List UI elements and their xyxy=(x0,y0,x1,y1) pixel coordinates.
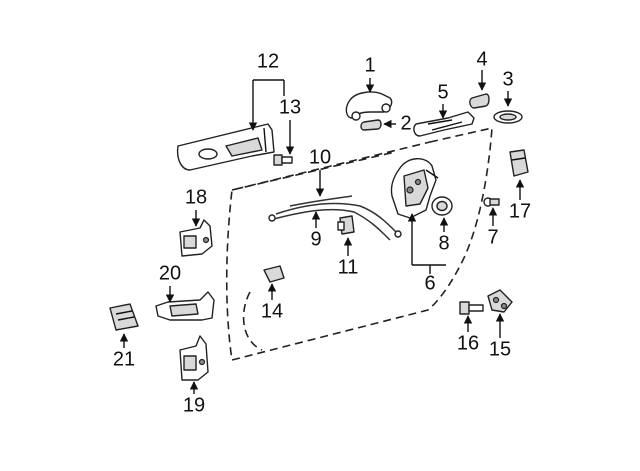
callout-3: 3 xyxy=(502,68,513,90)
grommet-part xyxy=(431,196,453,216)
lower-hinge-part xyxy=(179,335,209,381)
callout-5: 5 xyxy=(437,81,448,103)
callout-8: 8 xyxy=(438,232,449,254)
cable-part xyxy=(268,195,402,241)
clip-part xyxy=(337,215,355,235)
callout-19: 19 xyxy=(183,394,205,416)
pad-cover-part xyxy=(509,149,529,177)
callout-2: 2 xyxy=(400,112,411,134)
callout-9: 9 xyxy=(310,228,321,250)
callout-21: 21 xyxy=(113,348,135,370)
check-link-part xyxy=(155,291,215,321)
callout-12: 12 xyxy=(257,50,279,72)
handle-pad-part xyxy=(360,119,382,131)
callout-16: 16 xyxy=(457,332,479,354)
outside-handle-part xyxy=(345,91,393,121)
callout-4: 4 xyxy=(476,48,487,70)
striker-plate-part xyxy=(487,289,513,313)
callout-1: 1 xyxy=(364,54,375,76)
callout-10: 10 xyxy=(309,146,331,168)
callout-13: 13 xyxy=(279,96,301,118)
screw-part xyxy=(273,154,293,166)
bumper-part xyxy=(263,265,285,283)
cover-part xyxy=(469,93,490,109)
bezel-part xyxy=(493,110,523,124)
trim-piece-part xyxy=(109,303,139,331)
handle-frame-part xyxy=(413,111,475,137)
striker-bolt-part xyxy=(459,301,484,315)
callout-15: 15 xyxy=(489,338,511,360)
upper-hinge-part xyxy=(179,219,213,257)
door-outline xyxy=(225,126,493,361)
door-inner-outline xyxy=(242,291,263,351)
callout-14: 14 xyxy=(261,300,283,322)
bolt-part xyxy=(483,197,500,207)
callout-17: 17 xyxy=(509,200,531,222)
callout-20: 20 xyxy=(159,262,181,284)
lock-actuator-part xyxy=(390,158,439,219)
callout-6: 6 xyxy=(424,272,435,294)
callout-18: 18 xyxy=(185,186,207,208)
callout-11: 11 xyxy=(338,256,359,278)
inside-handle-part xyxy=(176,123,275,171)
callout-7: 7 xyxy=(487,226,498,248)
